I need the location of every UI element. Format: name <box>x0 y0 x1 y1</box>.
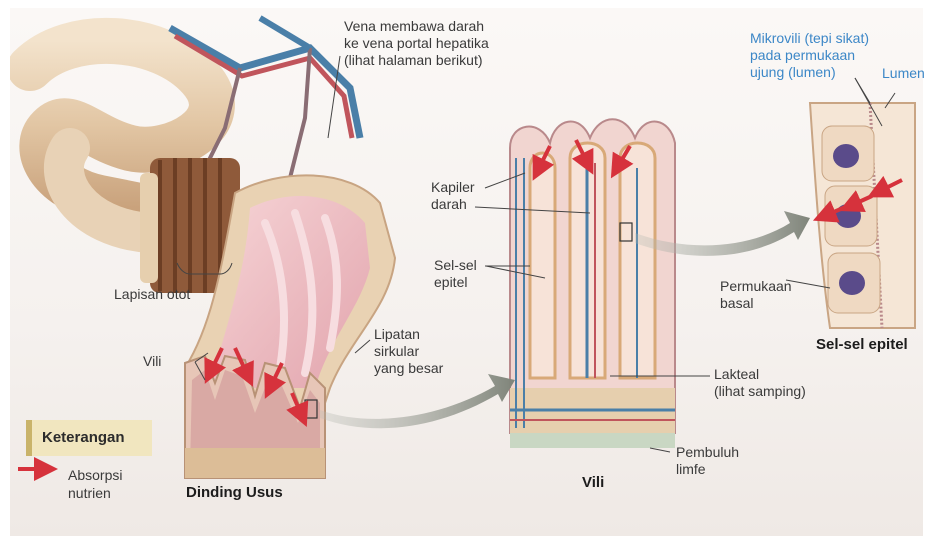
page-sheet: Vena membawa darah ke vena portal hepati… <box>10 8 923 536</box>
label-vena: Vena membawa darah ke vena portal hepati… <box>344 18 489 69</box>
label-mikrovili: Mikrovili (tepi sikat) pada permukaan uj… <box>750 30 869 81</box>
caption-dinding-usus: Dinding Usus <box>186 484 283 501</box>
label-lapisan-otot: Lapisan otot <box>114 286 190 303</box>
label-lumen: Lumen <box>882 65 925 82</box>
label-sel-epitel: Sel-sel epitel <box>434 257 477 291</box>
label-pembuluh: Pembuluh limfe <box>676 444 739 478</box>
legend-title: Keterangan <box>42 429 125 446</box>
caption-sel-sel-epitel: Sel-sel epitel <box>816 336 908 353</box>
caption-vili: Vili <box>582 474 604 491</box>
label-vili: Vili <box>143 353 161 370</box>
legend-arrow-label: Absorpsi nutrien <box>68 466 122 502</box>
label-permukaan-basal: Permukaan basal <box>720 278 792 312</box>
legend-box: Keterangan <box>26 420 152 456</box>
label-kapiler: Kapiler darah <box>431 179 475 213</box>
label-lipatan: Lipatan sirkular yang besar <box>374 326 443 377</box>
villus-block <box>510 119 675 448</box>
label-lakteal: Lakteal (lihat samping) <box>714 366 806 400</box>
